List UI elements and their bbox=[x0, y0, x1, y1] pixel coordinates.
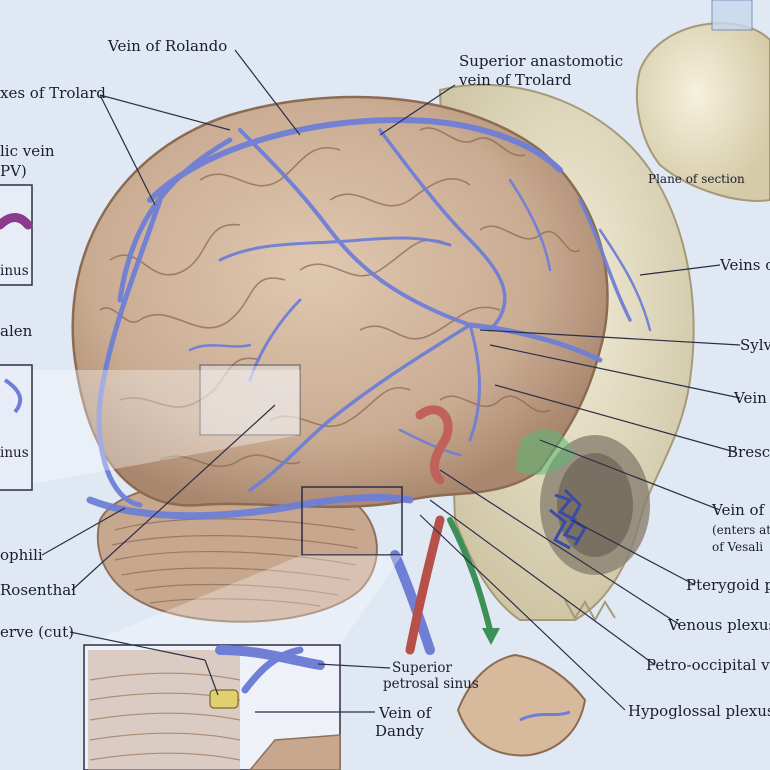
inset-box-lower bbox=[301, 486, 403, 556]
label-petro-occipital: Petro-occipital v bbox=[646, 656, 770, 674]
label-of-vesali: of Vesali bbox=[712, 540, 764, 554]
label-lic-vein: lic vein bbox=[0, 142, 55, 160]
cerebellum-folia bbox=[111, 518, 359, 607]
nerve-stump bbox=[209, 689, 239, 709]
label-ophili: ophili bbox=[0, 546, 43, 564]
temporal-bone-fragment bbox=[456, 653, 587, 757]
label-enters-at: (enters at bbox=[712, 523, 770, 537]
label-superior: Superior bbox=[392, 660, 452, 676]
label-petrosal-sinus: petrosal sinus bbox=[383, 676, 479, 692]
label-plane-of-section: Plane of section bbox=[648, 172, 745, 186]
label-bresc: Bresc bbox=[727, 443, 770, 461]
label-galen: alen bbox=[0, 322, 33, 340]
brain-gyri bbox=[99, 127, 581, 468]
label-pterygoid: Pterygoid p bbox=[686, 576, 770, 594]
label-sylv: Sylv bbox=[740, 336, 770, 354]
label-vein-of-dandy-1: Vein of bbox=[379, 704, 432, 722]
inset-box-upper bbox=[199, 364, 301, 436]
sigmoid-sinus bbox=[390, 550, 435, 655]
label-superior-anastomotic: Superior anastomotic bbox=[459, 52, 624, 70]
inset-panel-top bbox=[0, 184, 33, 286]
cortical-veins bbox=[86, 116, 652, 520]
carotid-artery bbox=[405, 515, 445, 655]
label-plexes-of-trolard: xes of Trolard bbox=[0, 84, 106, 102]
label-vein-right: Vein bbox=[734, 389, 767, 407]
label-vein-of-rolando: Vein of Rolando bbox=[108, 37, 228, 55]
label-hypoglossal-plexus: Hypoglossal plexus bbox=[628, 702, 770, 720]
leader-lines bbox=[41, 49, 741, 713]
label-sinus-top: inus bbox=[0, 263, 29, 279]
label-pv: PV) bbox=[0, 162, 27, 180]
label-nerve-cut: erve (cut) bbox=[0, 623, 74, 641]
label-sinus-bottom: inus bbox=[0, 445, 29, 461]
zoom-overlay-band bbox=[0, 370, 300, 490]
label-veins-o: Veins o bbox=[720, 256, 770, 274]
label-vein-of: Vein of bbox=[712, 501, 765, 519]
label-vein-of-trolard: vein of Trolard bbox=[459, 71, 572, 89]
label-rosenthal: Rosenthal bbox=[0, 581, 76, 599]
inset-sinus bbox=[215, 645, 325, 670]
skull-teeth bbox=[564, 599, 616, 623]
green-emissary bbox=[447, 517, 493, 633]
label-venous-plexus: Venous plexus bbox=[668, 616, 770, 634]
thumbnail-skull bbox=[635, 22, 770, 202]
artery-loop bbox=[415, 405, 453, 485]
inset-panel-bottom bbox=[0, 364, 33, 491]
section-plane bbox=[711, 0, 753, 31]
label-vein-of-dandy-2: Dandy bbox=[375, 722, 424, 740]
zoom-overlay-lower bbox=[84, 555, 402, 645]
